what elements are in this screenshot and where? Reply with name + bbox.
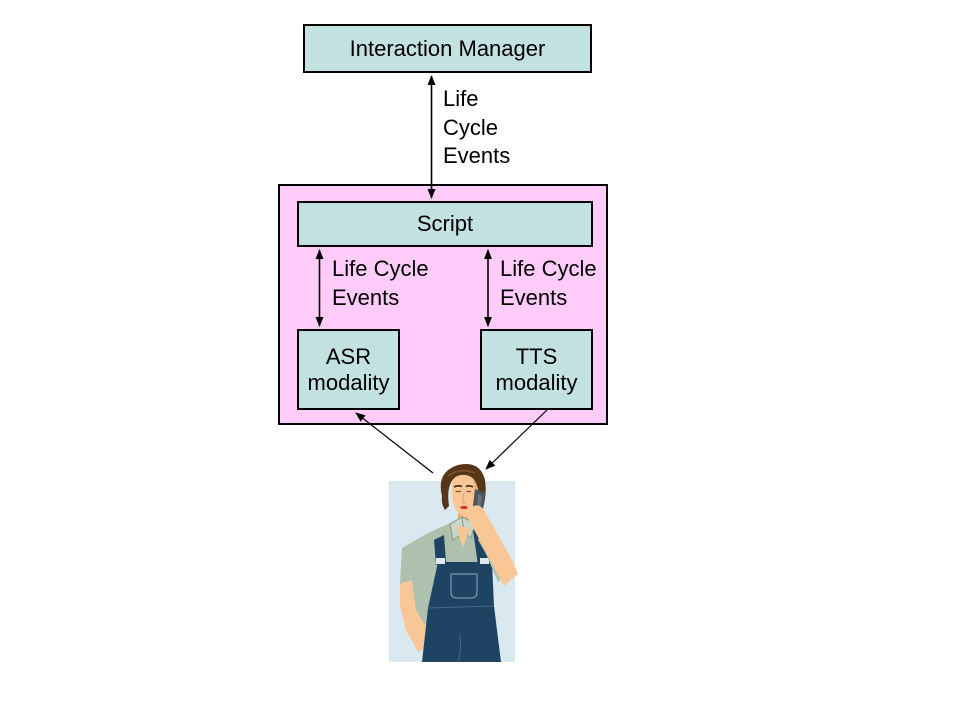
interaction-manager-node: Interaction Manager (303, 24, 592, 73)
script-node: Script (297, 201, 593, 247)
overalls (422, 530, 501, 663)
script-label: Script (416, 211, 474, 237)
tts-modality-node: TTS modality (480, 329, 593, 410)
life-cycle-events-label-asr: Life Cycle Events (332, 256, 429, 310)
life-cycle-events-label-tts: Life Cycle Events (500, 256, 597, 310)
tts-modality-label: TTS modality (495, 343, 578, 395)
hair (440, 464, 486, 514)
interaction-manager-label: Interaction Manager (349, 35, 546, 61)
person-on-phone-image (389, 464, 518, 663)
asr-modality-label: ASR modality (307, 343, 390, 395)
asr-modality-node: ASR modality (297, 329, 400, 410)
person-figure (400, 464, 518, 663)
life-cycle-events-label-top: Life Cycle Events (443, 86, 511, 168)
